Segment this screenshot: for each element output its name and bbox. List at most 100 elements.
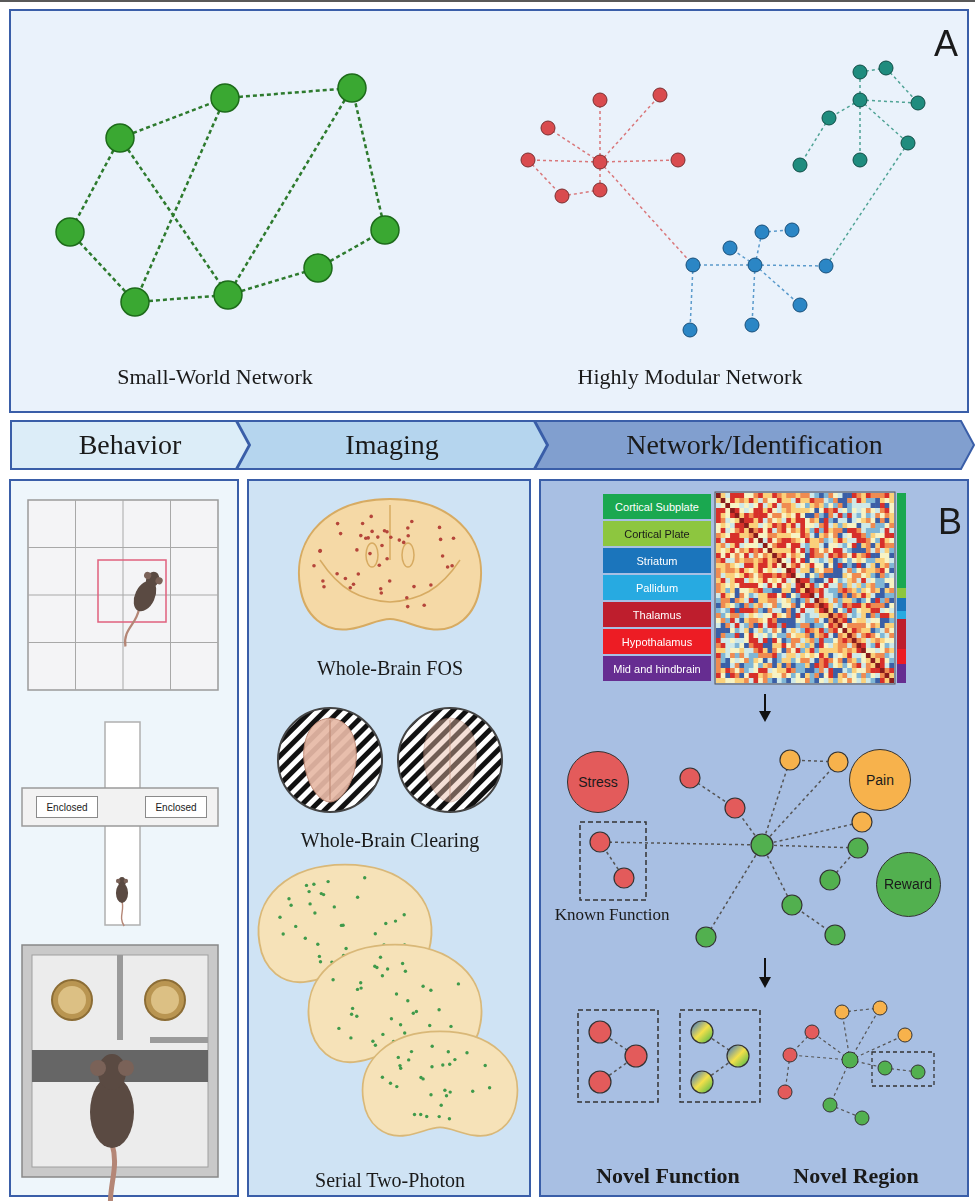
labelled-cell [289,904,292,907]
labelled-cell [331,978,334,981]
labelled-cell [305,884,308,887]
legend-text: Cortical Subplate [615,501,699,513]
labelled-cell [390,1017,393,1020]
labelled-cell [438,1115,441,1118]
legend-swatch: Pallidum [603,575,711,600]
labelled-cell [344,947,347,950]
labelled-cell [450,564,454,568]
labelled-cell [359,981,362,984]
labelled-cell [381,1033,384,1036]
labelled-cell [412,585,416,589]
labelled-cell [374,932,377,935]
labelled-cell [318,549,322,553]
labelled-cell [389,536,393,540]
labelled-cell [359,986,362,989]
labelled-cell [374,1044,377,1047]
labelled-cell [356,896,359,899]
labelled-cell [379,587,383,591]
method-caption: Whole-Brain FOS [317,657,463,679]
labelled-cell [344,577,348,581]
labelled-cell [452,537,456,541]
legend-text: Cortical Plate [624,528,689,540]
function-circle: Pain [849,749,911,811]
labelled-cell [449,1025,452,1028]
labelled-cell [370,530,374,534]
chevron-outline [237,421,547,469]
labelled-cell [403,913,406,916]
labelled-cell [326,880,329,883]
labelled-cell [375,966,378,969]
labelled-cell [356,988,359,991]
panel-letter: B [938,502,962,542]
node-text: Pain [866,772,894,788]
labelled-cell [336,522,340,526]
labelled-cell [322,585,326,589]
labelled-cell [410,1050,413,1053]
labelled-cell [449,1090,452,1093]
labelled-cell [359,534,363,538]
legend-text: Pallidum [636,582,678,594]
labelled-cell [318,550,322,554]
labelled-cell [380,591,384,595]
labelled-cell [484,1064,487,1067]
labelled-cell [394,919,397,922]
legend-swatch: Thalamus [603,602,711,627]
labelled-cell [312,883,315,886]
labelled-cell [388,579,392,583]
labelled-cell [399,1023,402,1026]
labelled-cell [357,572,361,576]
labelled-cell [419,1113,422,1116]
labelled-cell [431,1045,434,1048]
node-text: Enclosed [46,802,87,813]
outcome-caption: Novel Region [793,1164,918,1188]
labelled-cell [440,1104,443,1107]
labelled-cell [402,541,406,545]
legend-text: Striatum [637,555,678,567]
correlation-heatmap [716,493,894,683]
labelled-cell [488,1086,491,1089]
labelled-cell [384,922,387,925]
labelled-cell [381,974,384,977]
labelled-cell [369,515,373,519]
labelled-cell [430,1065,433,1068]
labelled-cell [335,572,339,576]
labelled-cell [395,1085,398,1088]
labelled-cell [349,1036,352,1039]
node-text: Reward [884,876,932,892]
labelled-cell [316,943,319,946]
function-circle: Stress [567,751,629,813]
labelled-cell [318,955,321,958]
labelled-cell [429,583,433,587]
labelled-cell [349,586,353,590]
outcome-caption: Novel Function [596,1164,740,1188]
labelled-cell [383,529,387,533]
labelled-cell [397,1056,400,1059]
labelled-cell [278,916,281,919]
labelled-cell [404,970,407,973]
labelled-cell [401,962,404,965]
labelled-cell [403,1031,406,1034]
labelled-cell [437,1008,440,1011]
method-caption: Whole-Brain Clearing [301,829,479,851]
labelled-cell [443,1089,446,1092]
stage-chevron: Imaging [236,420,548,470]
labelled-cell [441,554,445,558]
labelled-cell [363,876,366,879]
labelled-cell [421,985,424,988]
labelled-cell [321,579,325,583]
labelled-cell [371,1040,374,1043]
legend-text: Hypothalamus [622,636,692,648]
node-text: Imaging [345,429,438,461]
labelled-cell [313,911,316,914]
labelled-cell [352,582,356,586]
labelled-cell [312,564,316,568]
labelled-cell [453,1058,456,1061]
labelled-cell [406,605,410,609]
graph-annotation: Known Function [555,906,670,925]
labelled-cell [319,960,322,963]
labelled-cell [378,564,382,568]
stage-chevron: Behavior [10,420,250,470]
labelled-cell [413,1113,416,1116]
legend-swatch: Cortical Subplate [603,494,711,519]
labelled-cell [465,1051,468,1054]
